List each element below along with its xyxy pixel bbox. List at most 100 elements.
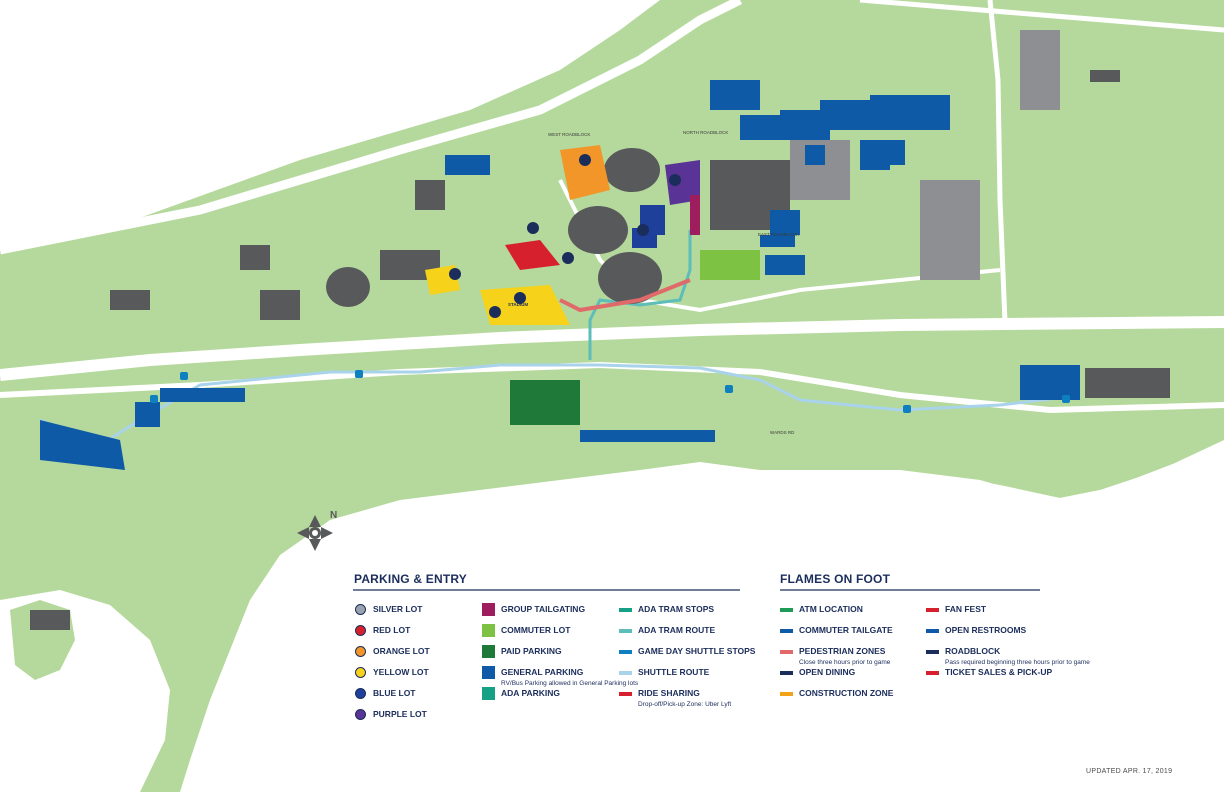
parking-entry-title: PARKING & ENTRY	[354, 572, 468, 586]
legend-item-ticket-sales-pick-up: TICKET SALES & PICK-UP	[926, 666, 1052, 679]
orange-lot	[560, 145, 610, 200]
pedestrian-zone	[559, 278, 691, 313]
lot-color-swatch	[482, 687, 495, 700]
updated-date: UPDATED APR. 17, 2019	[1086, 768, 1173, 775]
legend-note: Drop-off/Pick-up Zone: Uber Lyft	[638, 701, 732, 708]
legend-item-yellow-lot: YELLOW LOT	[354, 666, 429, 679]
legend-label: TICKET SALES & PICK-UP	[945, 667, 1053, 677]
legend-label: PAID PARKING	[501, 646, 562, 656]
legend-label: RED LOT	[373, 625, 411, 635]
lot-pin-icon	[354, 687, 367, 700]
purple-lot	[665, 160, 700, 205]
lot-color-swatch	[482, 645, 495, 658]
legend-label: OPEN RESTROOMS	[945, 625, 1027, 635]
legend-symbol-icon	[780, 666, 793, 679]
north-roadblock-label: NORTH ROADBLOCK	[683, 130, 729, 135]
legend-label: PURPLE LOT	[373, 709, 427, 719]
legend-symbol-icon	[926, 624, 939, 637]
legend-label: OPEN DINING	[799, 667, 856, 677]
group-tailgating-lot	[690, 195, 700, 235]
legend-item-commuter-tailgate: COMMUTER TAILGATE	[780, 624, 893, 637]
legend-item-ada-tram-route: ADA TRAM ROUTE	[619, 624, 715, 637]
legend-label: GROUP TAILGATING	[501, 604, 586, 614]
legend-item-game-day-shuttle-stops: GAME DAY SHUTTLE STOPS	[619, 645, 755, 658]
commuter-lot	[700, 250, 760, 280]
legend-symbol-icon	[619, 687, 632, 700]
lot-color-swatch	[482, 603, 495, 616]
compass-icon	[297, 515, 333, 551]
legend-label: GAME DAY SHUTTLE STOPS	[638, 646, 756, 656]
legend-symbol-icon	[780, 645, 793, 658]
legend-symbol-icon	[619, 624, 632, 637]
legend-item-paid-parking: PAID PARKING	[482, 645, 562, 658]
legend-item-group-tailgating: GROUP TAILGATING	[482, 603, 585, 616]
shuttle-stops	[150, 370, 1070, 413]
legend-item-construction-zone: CONSTRUCTION ZONE	[780, 687, 893, 700]
west-roadblock-label: WEST ROADBLOCK	[548, 132, 591, 137]
legend-symbol-icon	[780, 687, 793, 700]
legend-symbol-icon	[926, 645, 939, 658]
east-road	[859, 0, 1224, 33]
lot-color-swatch	[482, 624, 495, 637]
legend-label: ADA PARKING	[501, 688, 561, 698]
legend-label: COMMUTER LOT	[501, 625, 571, 635]
legend-item-orange-lot: ORANGE LOT	[354, 645, 430, 658]
red-lot	[505, 240, 560, 270]
legend-item-purple-lot: PURPLE LOT	[354, 708, 427, 721]
legend-symbol-icon	[619, 666, 632, 679]
legend-symbol-icon	[926, 666, 939, 679]
north-road	[987, 0, 1008, 323]
legend-item-open-dining: OPEN DINING	[780, 666, 855, 679]
legend-item-commuter-lot: COMMUTER LOT	[482, 624, 570, 637]
legend-label: SILVER LOT	[373, 604, 423, 614]
legend-label: ADA TRAM STOPS	[638, 604, 715, 614]
legend-item-shuttle-route: SHUTTLE ROUTE	[619, 666, 709, 679]
legend-label: SHUTTLE ROUTE	[638, 667, 710, 677]
wards-road-label: WARDS RD	[770, 430, 795, 435]
legend-label: ATM LOCATION	[799, 604, 863, 614]
legend-symbol-icon	[619, 645, 632, 658]
highway	[0, 0, 743, 255]
legend-symbol-icon	[619, 603, 632, 616]
legend-item-fan-fest: FAN FEST	[926, 603, 986, 616]
legend-item-ada-parking: ADA PARKING	[482, 687, 560, 700]
legend-item-ada-tram-stops: ADA TRAM STOPS	[619, 603, 714, 616]
legend-item-blue-lot: BLUE LOT	[354, 687, 416, 700]
compass-north-label: N	[330, 510, 337, 521]
legend-label: FAN FEST	[945, 604, 987, 614]
ada-tram-route	[588, 230, 692, 360]
legend-label: YELLOW LOT	[373, 667, 429, 677]
legend-symbol-icon	[780, 603, 793, 616]
lot-pin-icon	[354, 645, 367, 658]
lot-pin-icon	[354, 624, 367, 637]
flames-on-foot-title: FLAMES ON FOOT	[780, 572, 891, 586]
east-roadblock-label: EAST ROADBLOCK	[758, 232, 800, 237]
lot-pins	[449, 154, 681, 318]
lot-pin-icon	[354, 708, 367, 721]
lot-pin-icon	[354, 603, 367, 616]
campus-road	[558, 179, 1001, 313]
legend-label: BLUE LOT	[373, 688, 416, 698]
legend-label: CONSTRUCTION ZONE	[799, 688, 894, 698]
legend-note: Close three hours prior to game	[799, 659, 891, 666]
stadium-label: STADIUM	[508, 302, 529, 307]
legend-label: ADA TRAM ROUTE	[638, 625, 716, 635]
general-parking-lots	[40, 80, 1080, 470]
legend-item-red-lot: RED LOT	[354, 624, 410, 637]
legend-note: RV/Bus Parking allowed in General Parkin…	[501, 680, 639, 687]
legend-label: ORANGE LOT	[373, 646, 430, 656]
legend-label: COMMUTER TAILGATE	[799, 625, 893, 635]
legend-item-silver-lot: SILVER LOT	[354, 603, 422, 616]
lot-color-swatch	[482, 666, 495, 679]
legend-note: Pass required beginning three hours prio…	[945, 659, 1090, 666]
legend-item-atm-location: ATM LOCATION	[780, 603, 863, 616]
yellow-lot	[480, 285, 570, 325]
